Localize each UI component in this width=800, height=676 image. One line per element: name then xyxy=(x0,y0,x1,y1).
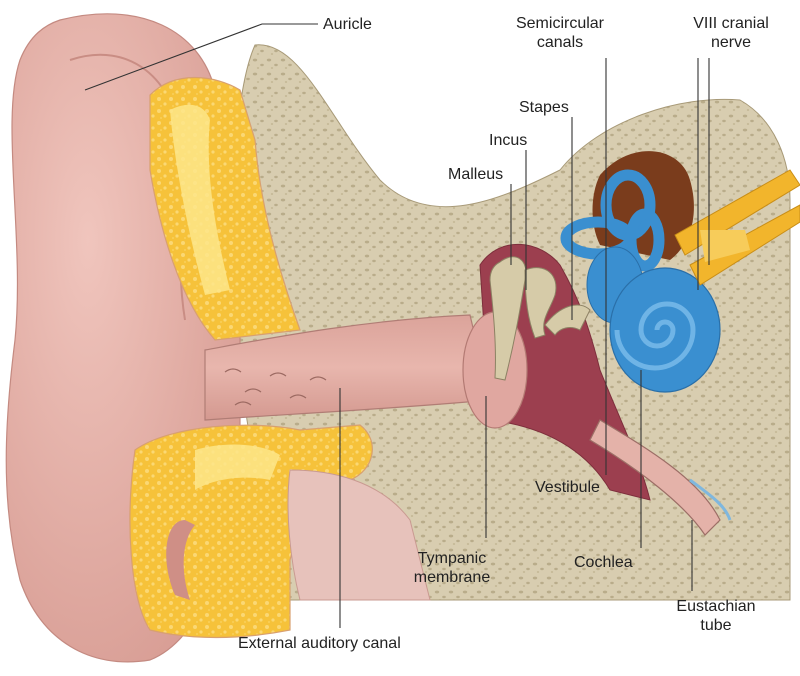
label-eustachian-tube-line-2: tube xyxy=(700,617,732,634)
label-external-auditory-canal: External auditory canal xyxy=(238,635,401,652)
stapes-shape xyxy=(544,304,591,336)
canal-hairs xyxy=(224,368,327,406)
label-tympanic-membrane-line-1: Tympanic xyxy=(417,550,487,567)
incus-shape xyxy=(524,267,557,339)
pink-tissue xyxy=(287,469,431,601)
leader-auricle xyxy=(84,23,318,91)
label-semicircular-canals-line-1: Semicircular xyxy=(515,15,604,32)
label-incus: Incus xyxy=(489,132,528,149)
label-cochlea: Cochlea xyxy=(574,554,633,571)
eustachian-tube-shape xyxy=(589,419,721,536)
label-semicircular-canals: Semicircular canals xyxy=(498,14,622,52)
leader-lines xyxy=(84,23,710,628)
earlobe-fold xyxy=(166,520,195,600)
label-malleus: Malleus xyxy=(448,166,504,183)
label-cranial-nerve-line-2: nerve xyxy=(710,34,752,51)
label-vestibule: Vestibule xyxy=(535,479,600,496)
label-auricle: Auricle xyxy=(323,16,372,33)
label-eustachian-tube: Eustachian tube xyxy=(668,597,764,635)
cochlea-shape xyxy=(609,267,721,393)
label-eustachian-tube-line-1: Eustachian xyxy=(676,598,756,615)
eustachian-tube-edge xyxy=(689,478,732,521)
cranial-nerve-shape xyxy=(674,169,800,286)
lower-cartilage-highlight xyxy=(195,444,280,490)
label-cranial-nerve-line-1: VIII cranial xyxy=(693,15,769,32)
label-tympanic-membrane: Tympanic membrane xyxy=(400,549,504,587)
label-stapes: Stapes xyxy=(519,99,569,116)
upper-cartilage-highlight xyxy=(170,104,230,295)
label-tympanic-membrane-line-2: membrane xyxy=(413,569,491,586)
label-semicircular-canals-line-2: canals xyxy=(536,34,584,51)
label-cranial-nerve: VIII cranial nerve xyxy=(672,14,790,52)
